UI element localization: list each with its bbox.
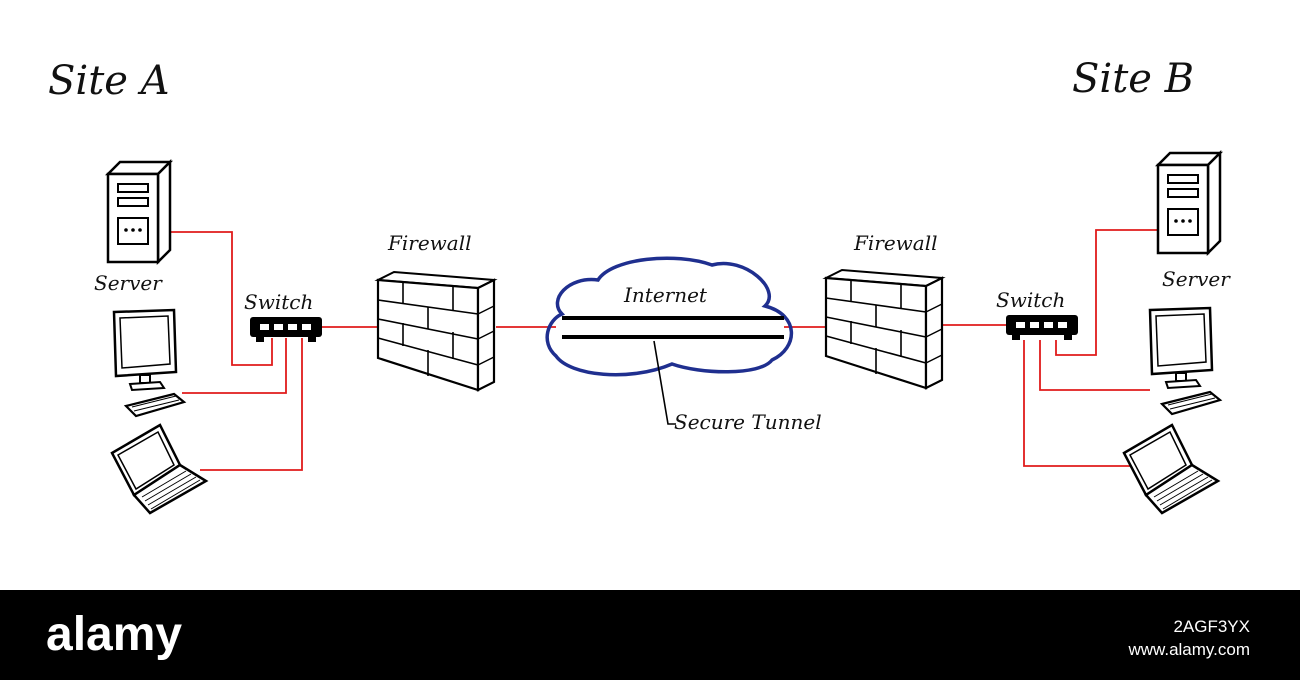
alamy-logo: alamy — [46, 608, 182, 661]
tunnel-bar-top — [562, 316, 784, 320]
site-b-firewall-label: Firewall — [853, 231, 938, 255]
site-b-laptop-icon — [1122, 423, 1220, 515]
internet-cloud — [545, 256, 794, 377]
site-a-laptop-icon — [110, 423, 208, 515]
network-links — [162, 229, 1158, 471]
link-b-server-switch — [1055, 229, 1158, 356]
site-a-firewall-label: Firewall — [387, 231, 472, 255]
tunnel-bar-bottom — [562, 335, 784, 339]
site-b-server-icon — [1156, 151, 1222, 255]
site-a-server-label: Server — [94, 271, 163, 295]
link-a-server-switch — [162, 231, 273, 366]
site-b-title: Site B — [1072, 56, 1194, 102]
link-a-laptop-switch — [200, 338, 303, 471]
internet-label: Internet — [623, 283, 708, 307]
link-a-monitor-switch — [182, 338, 287, 394]
site-a-server-icon — [106, 160, 172, 264]
tunnel-label: Secure Tunnel — [674, 410, 822, 434]
site-b-switch-label: Switch — [996, 288, 1065, 312]
watermark-bar — [0, 590, 1300, 680]
tunnel-pointer — [653, 340, 676, 425]
site-a-switch-label: Switch — [244, 290, 313, 314]
site-a-title: Site A — [48, 58, 170, 104]
link-b-laptop-switch — [1023, 340, 1140, 467]
site-b-switch-icon — [1006, 315, 1078, 340]
site-a-firewall-icon — [376, 270, 496, 392]
site-b-server-label: Server — [1162, 267, 1231, 291]
site-a-monitor-icon — [112, 308, 186, 418]
link-b-monitor-switch — [1039, 340, 1150, 391]
site-b-firewall-icon — [824, 268, 944, 390]
watermark-url: www.alamy.com — [1127, 640, 1250, 659]
site-b-monitor-icon — [1148, 306, 1222, 416]
watermark-image-id: 2AGF3YX — [1173, 617, 1250, 636]
